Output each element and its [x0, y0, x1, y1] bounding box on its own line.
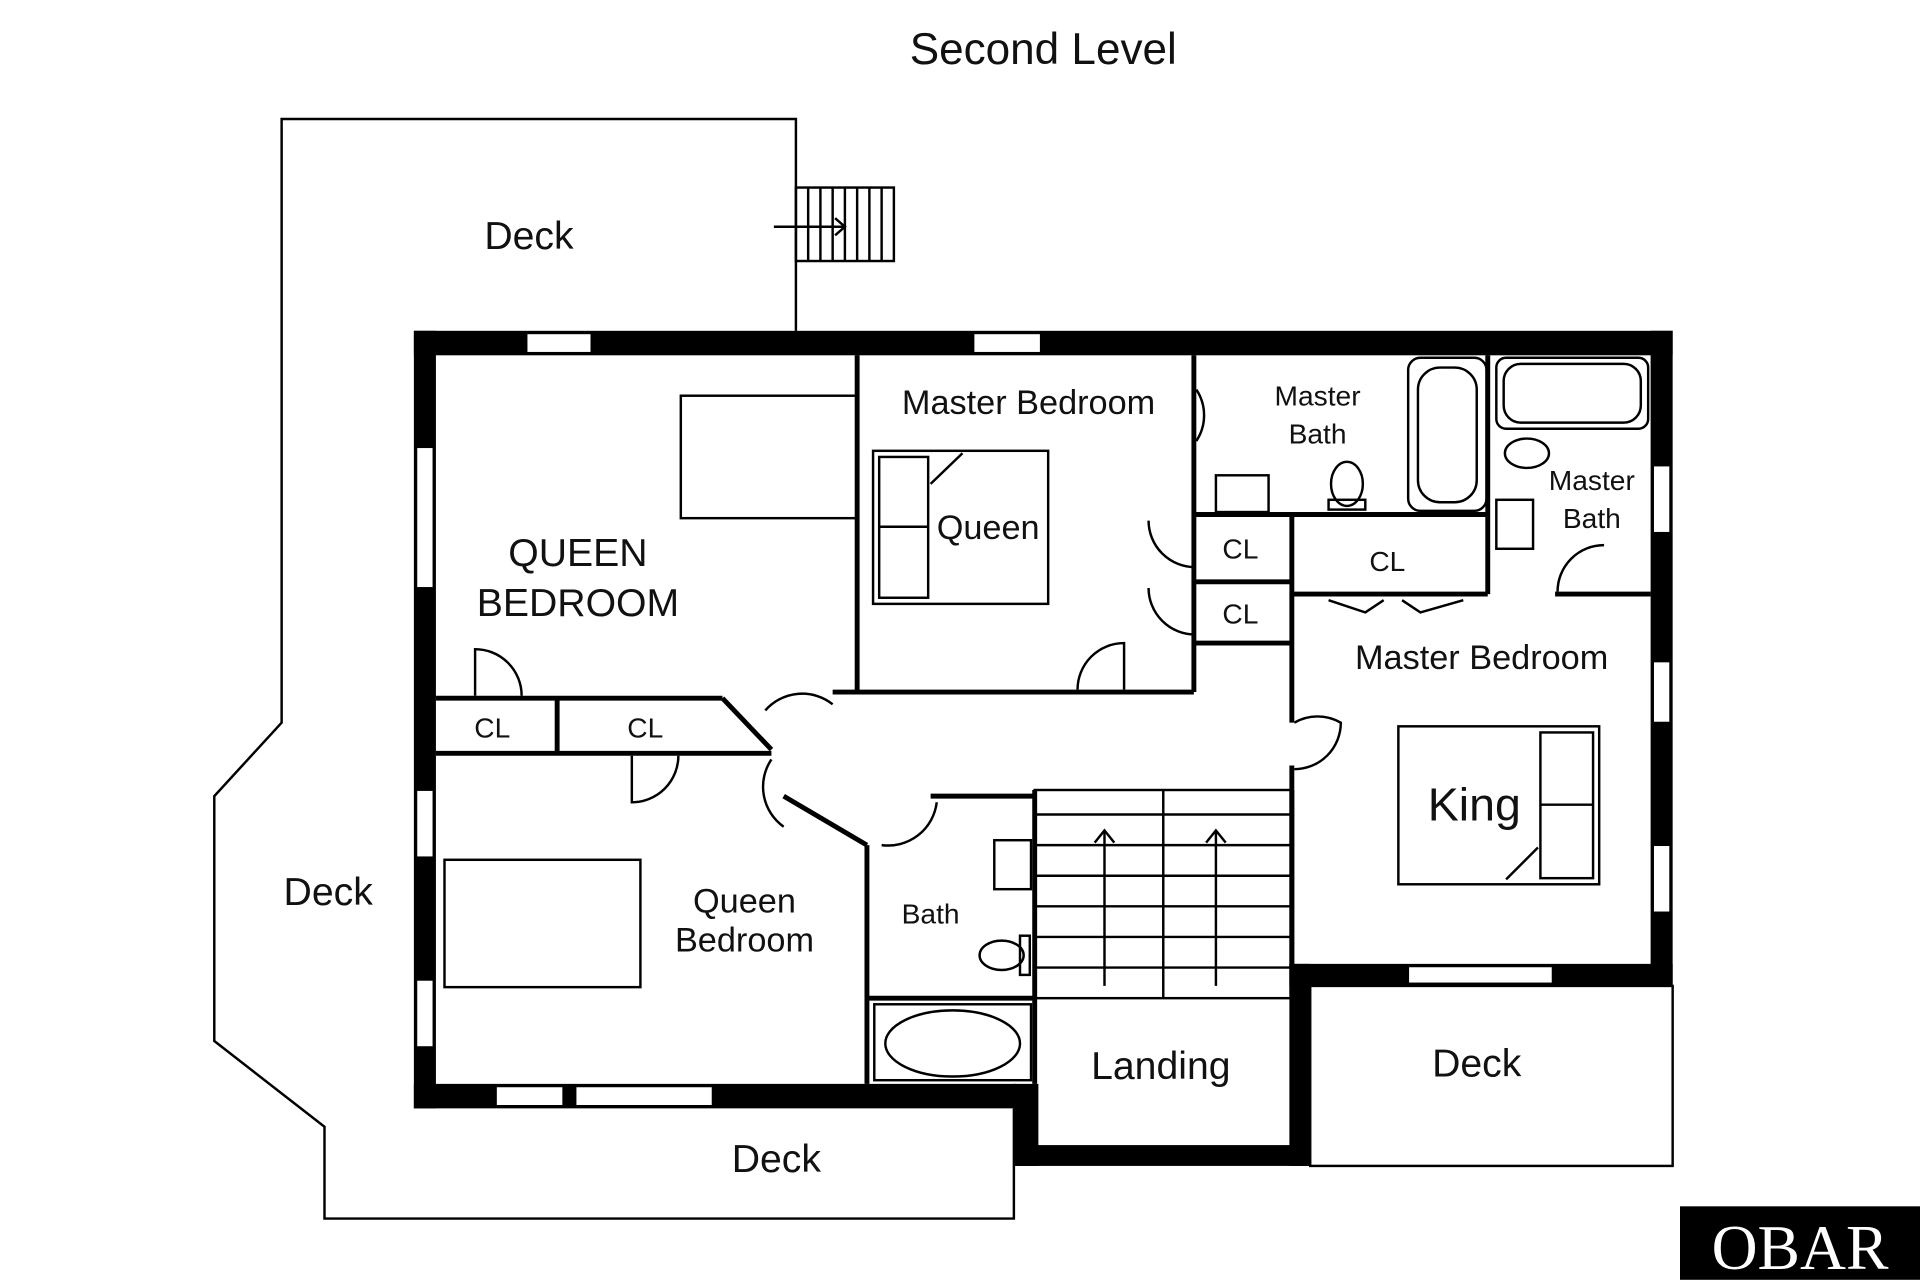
toilet-1 [1329, 460, 1365, 508]
label-deck-left: Deck [284, 871, 374, 914]
label-deck-right: Deck [1432, 1043, 1522, 1086]
bed-upper-queen-bedroom [679, 394, 859, 520]
label-deck-top: Deck [484, 215, 574, 258]
toilet-3 [978, 939, 1025, 972]
sink-3 [993, 838, 1033, 891]
label-queen-bedroom-upper-1: QUEEN [508, 532, 647, 575]
fixtures [873, 356, 1650, 1082]
label-deck-bottom: Deck [732, 1138, 822, 1181]
label-master-bedroom-1: Master Bedroom [902, 384, 1155, 422]
label-master-bath-1b: Bath [1289, 418, 1347, 449]
sink-2 [1495, 498, 1535, 550]
svg-text:OBAR: OBAR [1712, 1212, 1889, 1280]
label-master-bedroom-2: Master Bedroom [1355, 639, 1608, 677]
label-queen-bedroom-lower-1: Queen [693, 882, 796, 920]
sink-1 [1214, 474, 1270, 514]
obar-logo: OBAR [1680, 1206, 1920, 1280]
label-queen-bed: Queen [937, 509, 1040, 547]
tub-master-bath-2 [1495, 356, 1650, 430]
label-master-bath-2a: Master [1549, 465, 1635, 496]
label-bath: Bath [902, 898, 960, 929]
exterior-stairs [773, 186, 896, 263]
bed-lower-queen-bedroom [443, 858, 642, 989]
tub-master-bath-1 [1406, 356, 1488, 513]
bed-queen-master [871, 449, 1050, 606]
label-master-bath-2b: Bath [1563, 503, 1621, 534]
label-closet-2: CL [1222, 598, 1258, 629]
main-stairs [1033, 788, 1294, 1000]
bed-king [1397, 725, 1601, 886]
label-landing: Landing [1091, 1045, 1230, 1088]
label-closet-4: CL [474, 712, 510, 743]
label-closet-5: CL [627, 712, 663, 743]
toilet-2 [1503, 437, 1551, 470]
windows [415, 332, 1672, 1107]
deck-outline [213, 117, 1016, 1220]
bathtub-oval [884, 1009, 1022, 1078]
plan-title: Second Level [910, 25, 1177, 74]
label-king-bed: King [1428, 779, 1521, 831]
label-closet-3: CL [1369, 546, 1405, 577]
interior-walls [435, 355, 1651, 1084]
label-queen-bedroom-lower-2: Bedroom [675, 922, 814, 960]
label-closet-1: CL [1222, 534, 1258, 565]
label-queen-bedroom-upper-2: BEDROOM [477, 582, 679, 625]
exterior-walls [413, 330, 1673, 1166]
label-master-bath-1a: Master [1275, 381, 1361, 412]
